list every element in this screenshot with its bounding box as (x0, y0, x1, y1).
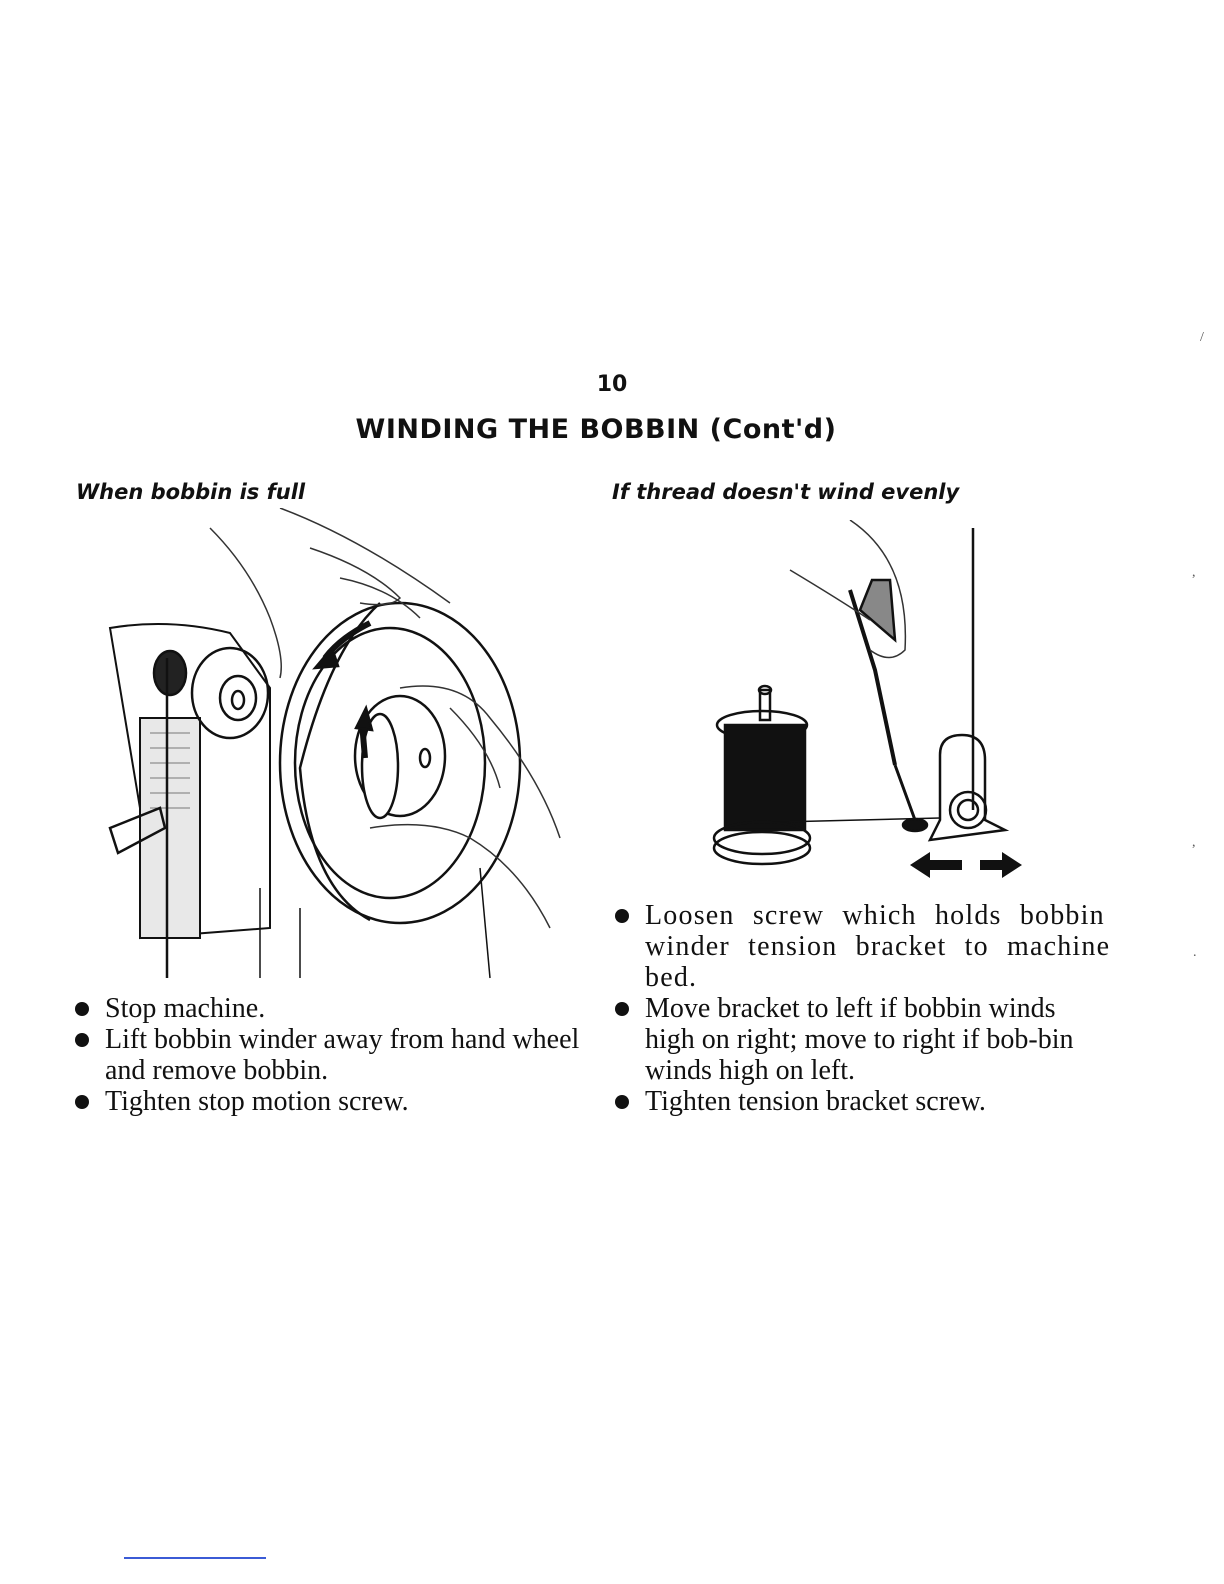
instruction-text: Tighten tension bracket screw. (645, 1086, 986, 1117)
bullet-dot-icon (615, 1095, 629, 1109)
bullet-dot-icon (75, 1095, 89, 1109)
list-item: Loosen screw which holds bobbin winder t… (612, 900, 1112, 993)
scan-mark: / (1200, 330, 1204, 345)
instruction-text: Tighten stop motion screw. (105, 1086, 409, 1117)
instruction-text: Loosen screw which holds bobbin winder t… (645, 900, 1111, 993)
bullet-dot-icon (75, 1033, 89, 1047)
instructions-uneven-winding: Loosen screw which holds bobbin winder t… (612, 900, 1112, 1117)
bullet-dot-icon (615, 909, 629, 923)
list-item: Move bracket to left if bobbin winds hig… (612, 993, 1112, 1086)
instruction-text: Lift bobbin winder away from hand wheel … (105, 1024, 580, 1086)
bullet-dot-icon (75, 1002, 89, 1016)
page-number: 10 (596, 372, 628, 397)
section-heading-bobbin-full: When bobbin is full (76, 480, 306, 504)
hand-wheel-illustration (108, 508, 561, 979)
scan-mark: , (1192, 835, 1196, 850)
bullet-dot-icon (615, 1002, 629, 1016)
bobbin-winder-bracket-illustration (712, 520, 1022, 878)
list-item: Tighten tension bracket screw. (612, 1086, 1112, 1117)
list-item: Tighten stop motion screw. (72, 1086, 592, 1117)
instructions-bobbin-full: Stop machine. Lift bobbin winder away fr… (72, 993, 592, 1117)
scan-mark: . (1193, 945, 1197, 960)
page-title: WINDING THE BOBBIN (Cont'd) (355, 414, 837, 445)
list-item: Lift bobbin winder away from hand wheel … (72, 1024, 592, 1086)
section-heading-uneven-winding: If thread doesn't wind evenly (612, 480, 960, 504)
instruction-text: Stop machine. (105, 993, 266, 1024)
scan-line (124, 1557, 266, 1559)
scan-mark: , (1192, 565, 1196, 580)
list-item: Stop machine. (72, 993, 592, 1024)
instruction-text: Move bracket to left if bobbin winds hig… (645, 993, 1074, 1086)
